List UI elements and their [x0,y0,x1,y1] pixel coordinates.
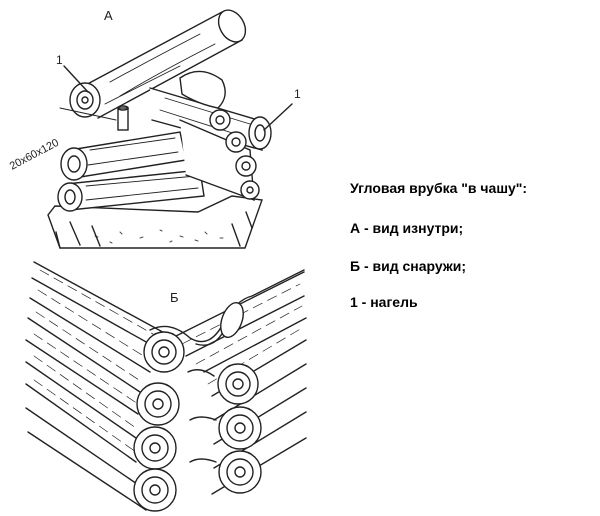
leader-line-left [63,65,89,93]
left-log-ends [133,331,185,512]
notch-cup [179,70,226,109]
dimension-label: 20x60x120 [8,137,61,173]
legend-item-a: А - вид изнутри; [350,220,464,236]
view-b-drawing [25,261,307,512]
saddle-lines [187,369,217,463]
top-log-cup [149,269,305,346]
callout-1-left: 1 [56,53,63,67]
legend-item-1: 1 - нагель [350,294,418,310]
callout-1-right: 1 [294,87,301,101]
top-log [69,9,247,119]
label-b: Б [170,290,179,305]
front-logs [57,131,205,212]
log-corner-joint-drawing: А 1 1 20x60x120 Б [8,8,307,512]
legend-title: Угловая врубка "в чашу": [350,180,528,196]
right-log-ends [179,109,260,202]
dimension-leader [59,107,117,121]
right-log-ends-b [217,363,262,494]
legend-item-b: Б - вид снаружи; [350,258,467,274]
leader-line-right [263,103,293,131]
view-a-drawing [47,9,293,249]
label-a: А [104,8,113,23]
left-wall-logs [25,261,171,511]
dowel [117,105,129,131]
